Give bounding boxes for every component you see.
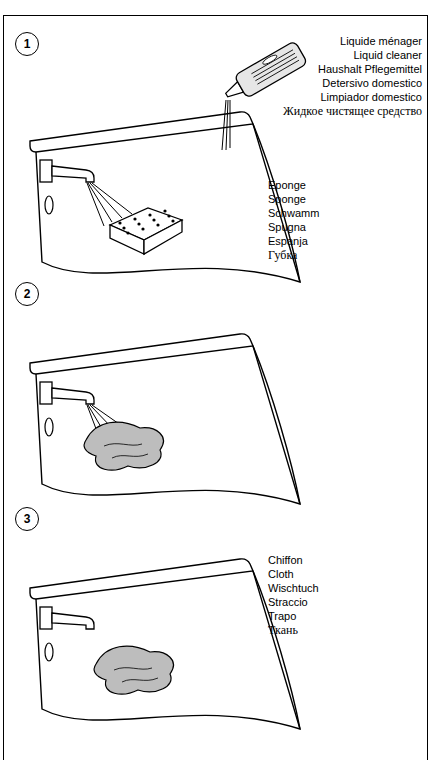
sponge: [110, 208, 182, 254]
step-number-text: 3: [24, 512, 31, 526]
sink: [30, 334, 300, 504]
part-label: Cloth: [268, 567, 294, 581]
sponge-hole: [133, 217, 136, 220]
sponge-hole: [126, 231, 129, 234]
part-label: Schwamm: [268, 206, 319, 220]
part-label: Sponge: [268, 192, 306, 206]
cleaner-stream: [222, 100, 230, 150]
part-label: Губка: [268, 248, 297, 262]
sink: [30, 112, 300, 282]
part-label: Spugna: [268, 220, 306, 234]
sponge-hole: [171, 219, 174, 222]
sink: [30, 559, 300, 729]
part-label: Жидкое чистящее средство: [283, 104, 422, 118]
step-number: 1: [15, 32, 39, 56]
step-number: 3: [15, 507, 39, 531]
part-label: Liquid cleaner: [354, 48, 423, 62]
step-number-text: 2: [24, 287, 31, 301]
part-label: Detersivo domestico: [322, 76, 422, 90]
cleaner-bottle: [220, 41, 307, 107]
part-label: Chiffon: [268, 553, 303, 567]
sponge-hole: [137, 222, 140, 225]
sponge-hole: [167, 214, 170, 217]
sponge-hole: [152, 218, 155, 221]
part-label: Espanja: [268, 234, 308, 248]
part-label: Trapo: [268, 609, 296, 623]
part-label: Ткань: [268, 623, 298, 637]
cloth: [84, 422, 163, 470]
part-label: Straccio: [268, 595, 308, 609]
sponge-hole: [163, 209, 166, 212]
part-label: Haushalt Pflegemittel: [318, 62, 422, 76]
sponge-hole: [141, 227, 144, 230]
part-label: Wischtuch: [268, 581, 319, 595]
sponge-hole: [122, 226, 125, 229]
sponge-hole: [156, 223, 159, 226]
step-number: 2: [15, 282, 39, 306]
part-label: Limpiador domestico: [321, 90, 423, 104]
sponge-hole: [148, 213, 151, 216]
cloth: [94, 646, 173, 694]
sponge-hole: [118, 221, 121, 224]
step-number-text: 1: [24, 37, 31, 51]
part-label: Liquide ménager: [340, 34, 422, 48]
part-label: Eponge: [268, 178, 306, 192]
